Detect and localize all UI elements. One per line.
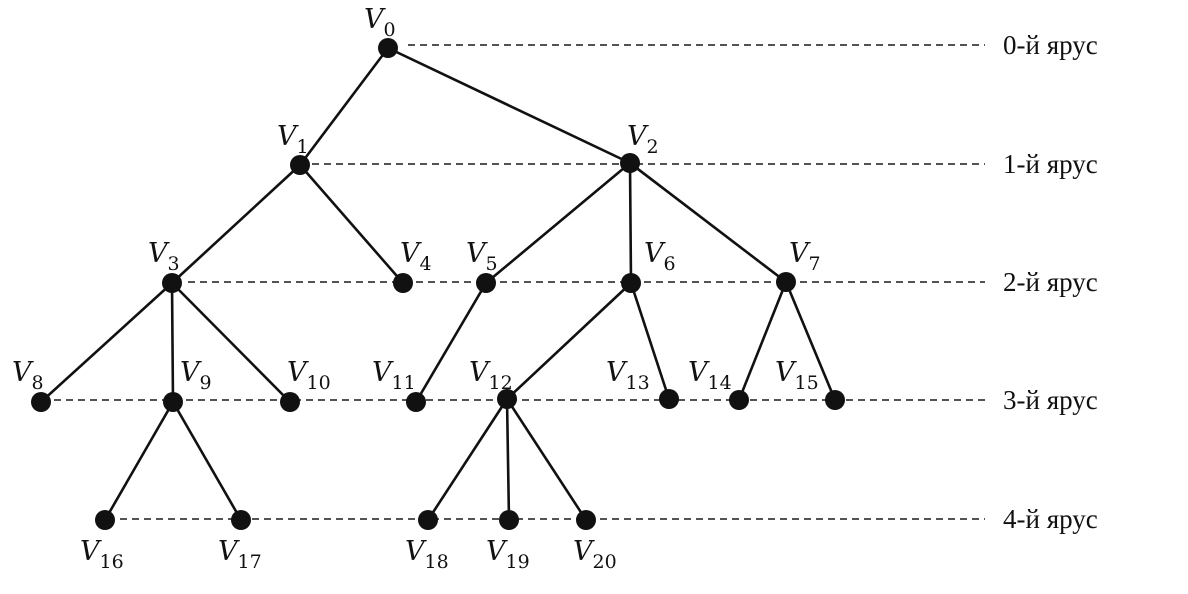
node-label-v8: V8 <box>12 357 44 394</box>
level-3-label: 3-й ярус <box>1003 385 1098 415</box>
node-v1 <box>290 155 310 175</box>
node-v20 <box>576 510 596 530</box>
level-1-label: 1-й ярус <box>1003 149 1098 179</box>
edge-v3-v9 <box>170 281 175 404</box>
node-label-v19: V19 <box>486 536 530 573</box>
node-v2 <box>620 153 640 173</box>
node-v12 <box>497 389 517 409</box>
edge-v1-v4 <box>298 163 405 285</box>
node-v16 <box>95 510 115 530</box>
node-v13 <box>659 389 679 409</box>
node-label-v14: V14 <box>688 357 732 394</box>
node-label-v16: V16 <box>80 536 124 573</box>
node-label-v10: V10 <box>287 357 331 394</box>
node-v6 <box>621 273 641 293</box>
node-label-v1: V1 <box>277 121 309 158</box>
edge-v2-v5 <box>484 161 632 285</box>
level-0-label: 0-й ярус <box>1003 30 1098 60</box>
edge-v6-v12 <box>505 281 633 401</box>
level-guides: 0-й ярус 1-й ярус 2-й ярус 3-й ярус 4-й ярус <box>54 30 1098 534</box>
node-label-v4: V4 <box>400 238 432 275</box>
node-v5 <box>476 273 496 293</box>
node-v15 <box>825 390 845 410</box>
node-label-v0: V0 <box>364 4 396 41</box>
edge-v2-v6 <box>628 161 633 285</box>
node-label-v2: V2 <box>627 121 659 158</box>
node-v14 <box>729 390 749 410</box>
node-v19 <box>499 510 519 530</box>
node-label-v20: V20 <box>573 536 617 573</box>
edge-v3-v10 <box>170 281 292 404</box>
node-v18 <box>418 510 438 530</box>
edge-v12-v18 <box>426 397 509 522</box>
node-label-v18: V18 <box>405 536 449 573</box>
node-label-v3: V3 <box>148 238 180 275</box>
node-v7 <box>776 272 796 292</box>
edge-v0-v2 <box>386 46 632 165</box>
edge-v2-v7 <box>628 161 788 284</box>
edge-v9-v17 <box>171 400 243 522</box>
edge-v9-v16 <box>103 400 175 522</box>
node-v10 <box>280 392 300 412</box>
node-label-v12: V12 <box>469 357 513 394</box>
node-label-v6: V6 <box>644 238 676 275</box>
edge-v7-v14 <box>737 280 788 402</box>
node-label-v17: V17 <box>218 536 262 573</box>
level-2-label: 2-й ярус <box>1003 267 1098 297</box>
edge-v1-v3 <box>170 163 302 285</box>
edge-v5-v11 <box>414 281 488 404</box>
level-4-label: 4-й ярус <box>1003 504 1098 534</box>
node-v3 <box>162 273 182 293</box>
node-v8 <box>31 392 51 412</box>
edge-v0-v1 <box>298 46 390 167</box>
node-label-v15: V15 <box>775 357 819 394</box>
edge-v6-v13 <box>629 281 671 401</box>
node-label-v11: V11 <box>372 357 416 394</box>
node-label-v7: V7 <box>789 238 821 275</box>
node-v0 <box>378 38 398 58</box>
node-v11 <box>406 392 426 412</box>
edge-v3-v8 <box>39 281 174 404</box>
node-label-v13: V13 <box>606 357 650 394</box>
tree-edges <box>39 46 837 522</box>
node-label-v9: V9 <box>180 357 212 394</box>
tree-nodes <box>31 38 845 530</box>
edge-v12-v19 <box>505 397 511 522</box>
node-v4 <box>393 273 413 293</box>
edge-v7-v15 <box>784 280 837 402</box>
node-v17 <box>231 510 251 530</box>
node-label-v5: V5 <box>466 238 498 275</box>
node-v9 <box>163 392 183 412</box>
edge-v12-v20 <box>505 397 588 522</box>
